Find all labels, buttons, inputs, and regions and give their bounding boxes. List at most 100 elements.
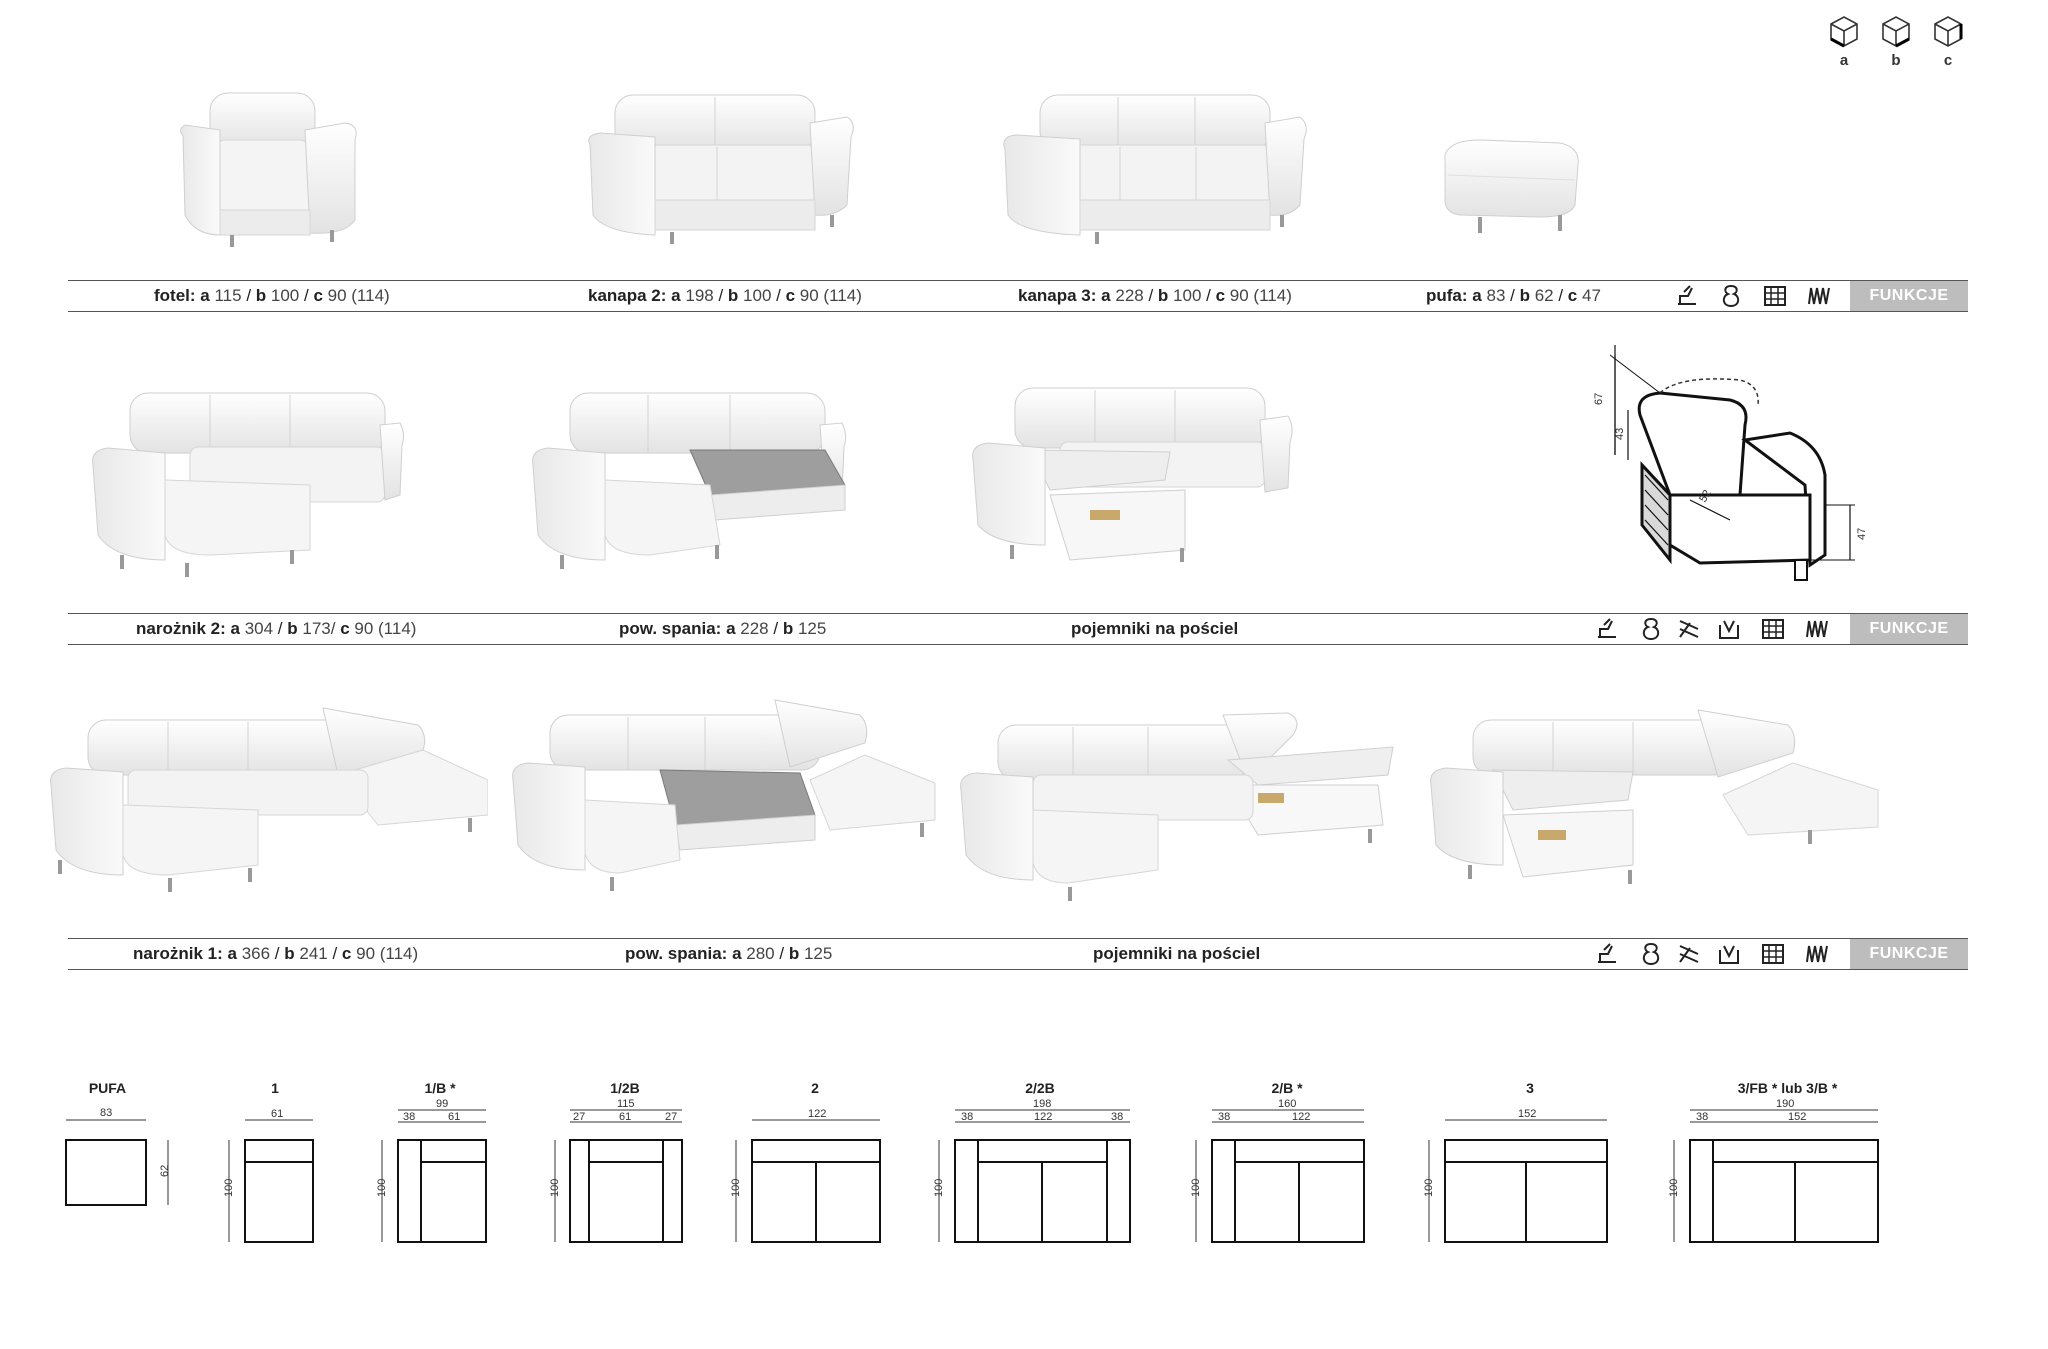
dim-label: 47 (1856, 528, 1868, 540)
corner-sofa-1-bed-photo (512, 699, 936, 891)
module-2b-drawing: 160 38 122 100 (1190, 1098, 1365, 1243)
corner-sofa-1-photo (50, 707, 488, 892)
module-12b-drawing: 115 27 61 27 100 (549, 1098, 683, 1243)
dim-label: 100 (223, 1179, 235, 1197)
caption-sleeping-area: pow. spania: a 280 / b 125 (625, 944, 833, 963)
module-title-22b: 2/2B (1025, 1080, 1055, 1096)
dim-label: 122 (1034, 1111, 1052, 1123)
module-title-3fb: 3/FB * lub 3/B * (1737, 1080, 1838, 1096)
sofa-3-photo (1003, 94, 1307, 244)
caption-bar-row-3: narożnik 1: a 366 / b 241 / c 90 (114) p… (68, 938, 1968, 970)
caption-bar-row-1: fotel: a 115 / b 100 / c 90 (114) kanapa… (68, 280, 1968, 312)
functions-label: FUNKCJE (1850, 939, 1968, 969)
module-title-3: 3 (1526, 1080, 1534, 1096)
module-title-12b: 1/2B (610, 1080, 640, 1096)
dim-label: 52 (1697, 488, 1714, 505)
caption-corner-2: narożnik 2: a 304 / b 173/ c 90 (114) (136, 619, 417, 638)
dim-label: 160 (1278, 1098, 1296, 1110)
caption-sofa-2: kanapa 2: a 198 / b 100 / c 90 (114) (588, 286, 862, 305)
dim-label: 198 (1033, 1098, 1051, 1110)
caption-storage: pojemniki na pościel (1093, 944, 1261, 963)
caption-bar-row-2: narożnik 2: a 304 / b 173/ c 90 (114) po… (68, 613, 1968, 645)
storage-container-icon (1719, 945, 1739, 964)
dim-label: 100 (1668, 1179, 1680, 1197)
caption-storage: pojemniki na pościel (1071, 619, 1239, 638)
legend-label: b (1891, 52, 1901, 69)
spring-icon (1806, 620, 1828, 638)
dim-label: 67 (1593, 393, 1605, 405)
module-title-2b: 2/B * (1271, 1080, 1303, 1096)
dim-label: 38 (1218, 1111, 1230, 1123)
dim-label: 100 (730, 1179, 742, 1197)
functions-label: FUNKCJE (1850, 614, 1968, 644)
dim-label: 100 (1190, 1179, 1202, 1197)
module-title-1: 1 (271, 1080, 279, 1096)
storage-container-icon (1719, 620, 1739, 639)
module-22b-drawing: 198 38 122 38 100 (933, 1098, 1131, 1243)
cube-height-icon (1934, 16, 1963, 47)
legend-b: b (1876, 14, 1916, 69)
foam-icon (1762, 619, 1784, 639)
sleep-function-icon (1679, 945, 1699, 963)
dim-label: 122 (1292, 1111, 1310, 1123)
dim-label: 100 (376, 1179, 388, 1197)
dim-label: 38 (403, 1111, 415, 1123)
dim-label: 38 (1696, 1111, 1708, 1123)
dim-label: 83 (100, 1107, 112, 1119)
legend-a: a (1824, 14, 1864, 69)
corner-sofa-2-bed-photo (532, 392, 847, 569)
module-pufa-drawing: 83 62 (65, 1107, 171, 1206)
module-title-1b: 1/B * (424, 1080, 456, 1096)
dim-label: 27 (573, 1111, 585, 1123)
seat-cross-section-diagram: 67 43 52 47 (1593, 345, 1868, 581)
dim-label: 38 (961, 1111, 973, 1123)
module-1b-drawing: 99 38 61 100 (376, 1098, 487, 1243)
cube-width-icon (1830, 16, 1858, 48)
foam-icon (1764, 286, 1786, 306)
module-title-pufa: PUFA (88, 1080, 127, 1096)
corner-sofa-2-storage-photo (972, 387, 1293, 562)
caption-pouf: pufa: a 83 / b 62 / c 47 (1426, 286, 1601, 305)
module-2-drawing: 122 100 (730, 1108, 881, 1243)
module-1-drawing: 61 100 (223, 1108, 314, 1243)
caption-sofa-3: kanapa 3: a 228 / b 100 / c 90 (114) (1018, 286, 1292, 305)
dim-label: 152 (1518, 1108, 1536, 1120)
module-title-2: 2 (811, 1080, 819, 1096)
caption-armchair: fotel: a 115 / b 100 / c 90 (114) (154, 286, 390, 305)
dim-label: 62 (159, 1165, 171, 1177)
dim-label: 100 (1423, 1179, 1435, 1197)
adjustable-headrest-icon (1598, 618, 1616, 638)
dim-label: 152 (1788, 1111, 1806, 1123)
dim-label: 99 (436, 1098, 448, 1110)
dim-label: 27 (665, 1111, 677, 1123)
legend-label: c (1943, 52, 1953, 69)
foam-icon (1762, 944, 1784, 964)
dim-label: 61 (619, 1111, 631, 1123)
reversible-cushion-icon (1722, 284, 1740, 308)
dim-label: 61 (448, 1111, 460, 1123)
functions-label: FUNKCJE (1850, 281, 1968, 311)
module-3fb-drawing: 190 38 152 100 (1668, 1098, 1879, 1243)
module-3-drawing: 152 100 (1423, 1108, 1608, 1243)
reversible-cushion-icon (1642, 617, 1660, 641)
corner-sofa-1-storage-alt-photo (1430, 709, 1879, 884)
caption-corner-1: narożnik 1: a 366 / b 241 / c 90 (114) (133, 944, 419, 963)
dim-label: 100 (933, 1179, 945, 1197)
spring-icon (1808, 287, 1830, 305)
corner-sofa-1-storage-photo (960, 712, 1394, 901)
sleep-function-icon (1679, 620, 1699, 638)
dim-label: 43 (1614, 428, 1626, 440)
armchair-photo (179, 92, 357, 247)
spring-icon (1806, 945, 1828, 963)
adjustable-headrest-icon (1678, 285, 1696, 305)
pouf-photo (1444, 139, 1579, 233)
reversible-cushion-icon (1642, 942, 1660, 966)
dim-label: 61 (271, 1108, 283, 1120)
dim-label: 100 (549, 1179, 561, 1197)
dim-label: 122 (808, 1108, 826, 1120)
legend-c: c (1928, 14, 1968, 69)
sofa-2-photo (588, 94, 854, 244)
adjustable-headrest-icon (1598, 943, 1616, 963)
dim-label: 115 (617, 1098, 635, 1110)
corner-sofa-2-photo (92, 392, 405, 577)
